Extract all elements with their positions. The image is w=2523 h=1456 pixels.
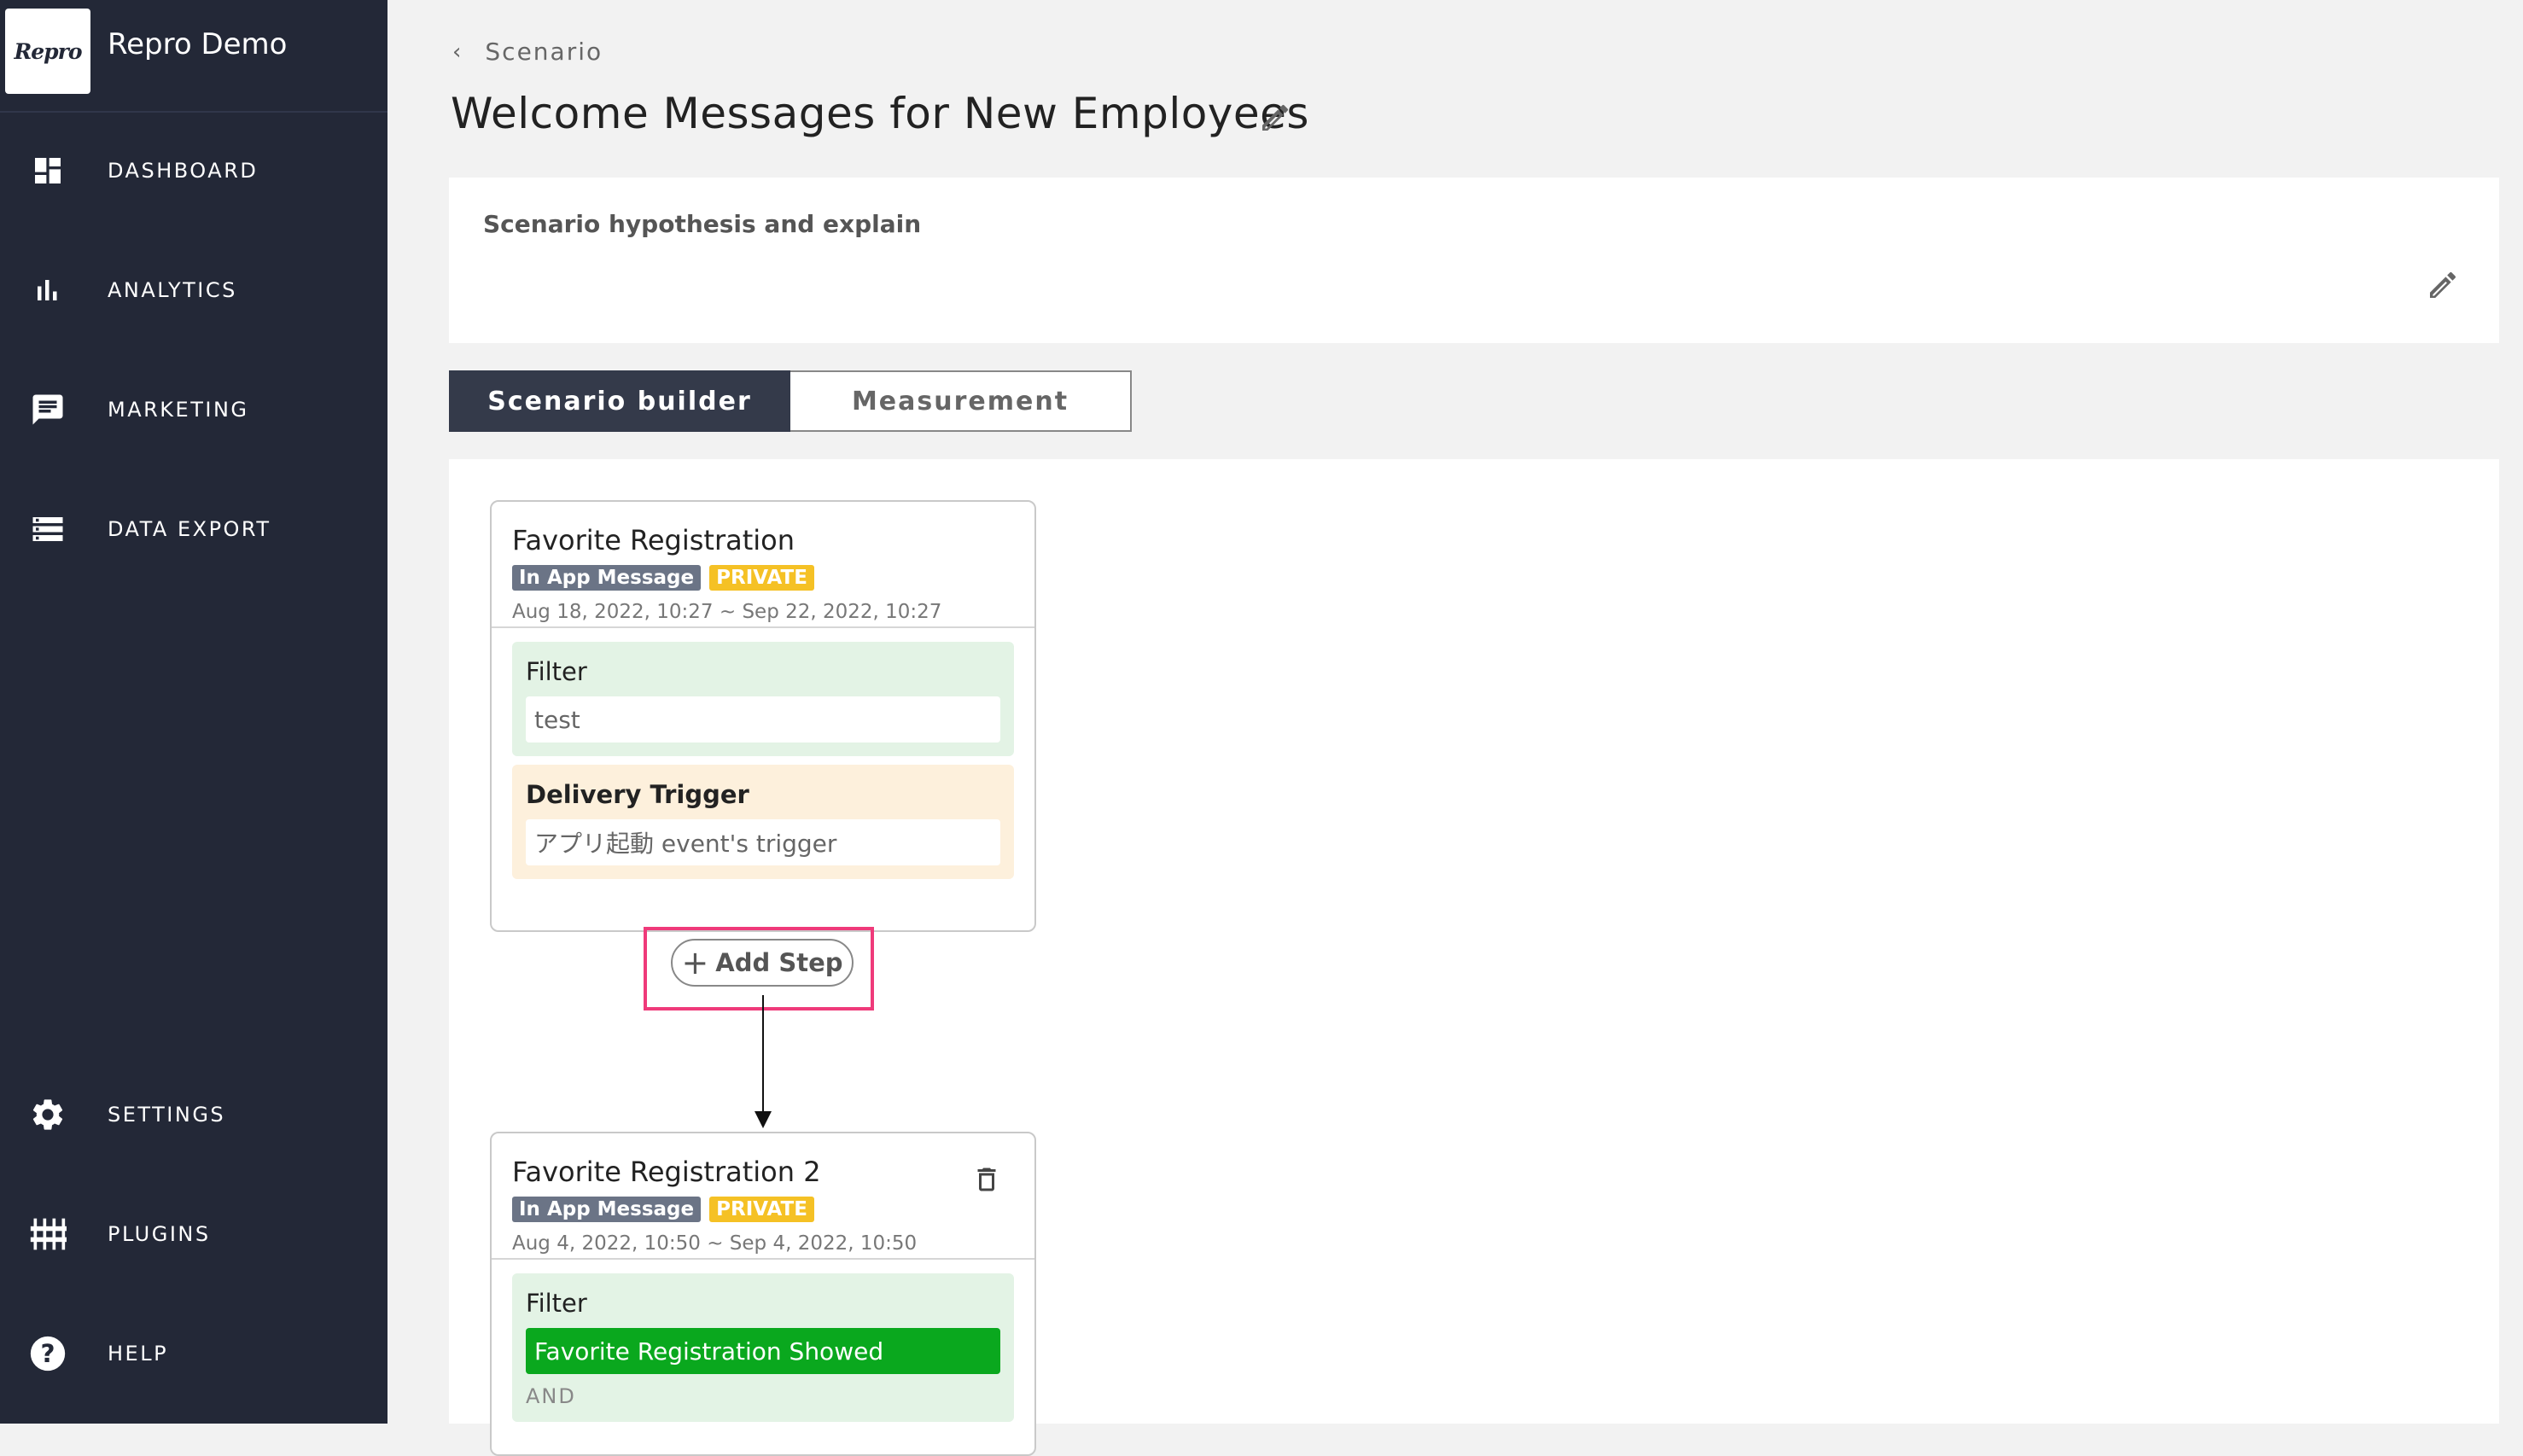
app-name[interactable]: Repro Demo: [108, 27, 288, 61]
sidebar-item-analytics[interactable]: ANALYTICS: [0, 248, 387, 333]
svg-text:?: ?: [40, 1339, 55, 1368]
brand-header: Repro Repro Demo: [0, 0, 387, 113]
sidebar-item-label: MARKETING: [108, 398, 249, 422]
delivery-trigger-block[interactable]: Delivery Trigger アプリ起動 event's trigger: [512, 765, 1014, 879]
hypothesis-panel: Scenario hypothesis and explain: [449, 178, 2499, 343]
tab-measurement[interactable]: Measurement: [790, 370, 1132, 432]
step-dates: Aug 4, 2022, 10:50 ~ Sep 4, 2022, 10:50: [512, 1232, 918, 1255]
plus-icon: +: [681, 944, 709, 981]
sidebar-item-label: HELP: [108, 1342, 169, 1366]
help-icon: ?: [29, 1335, 67, 1372]
add-step-button[interactable]: + Add Step: [671, 939, 854, 987]
sidebar-item-label: SETTINGS: [108, 1103, 226, 1127]
delivery-trigger-value[interactable]: アプリ起動 event's trigger: [526, 819, 1000, 865]
sidebar-item-label: DASHBOARD: [108, 159, 259, 183]
app-logo[interactable]: Repro: [5, 9, 90, 94]
edit-hypothesis-icon[interactable]: [2426, 268, 2460, 302]
step-card[interactable]: Favorite Registration In App Message PRI…: [490, 500, 1036, 932]
step-header: Favorite Registration In App Message PRI…: [492, 502, 1034, 628]
filter-value[interactable]: Favorite Registration Showed: [526, 1328, 1000, 1374]
chevron-left-icon: ‹: [452, 38, 463, 65]
sidebar-item-data-export[interactable]: DATA EXPORT: [0, 486, 387, 572]
type-badge: In App Message: [512, 1197, 702, 1222]
sidebar-item-label: PLUGINS: [108, 1222, 211, 1246]
sidebar-item-help[interactable]: ? HELP: [0, 1311, 387, 1396]
sliders-icon: [29, 1215, 67, 1253]
delivery-trigger-label: Delivery Trigger: [526, 780, 749, 809]
step-name: Favorite Registration 2: [512, 1156, 821, 1188]
sidebar-item-plugins[interactable]: PLUGINS: [0, 1191, 387, 1277]
trash-icon[interactable]: [971, 1162, 1002, 1197]
bar-chart-icon: [29, 271, 67, 309]
filter-label: Filter: [526, 657, 587, 686]
view-tabs: Scenario builder Measurement: [449, 370, 1132, 432]
breadcrumb[interactable]: ‹ Scenario: [452, 38, 603, 66]
filter-value[interactable]: test: [526, 696, 1000, 743]
step-dates: Aug 18, 2022, 10:27 ~ Sep 22, 2022, 10:2…: [512, 601, 942, 623]
page-title: Welcome Messages for New Employees: [451, 89, 1309, 138]
sidebar-item-dashboard[interactable]: DASHBOARD: [0, 128, 387, 213]
private-badge: PRIVATE: [709, 1197, 814, 1222]
step-header: Favorite Registration 2 In App Message P…: [492, 1133, 1034, 1260]
add-step-highlight: [644, 927, 874, 1010]
step-badges: In App Message PRIVATE: [512, 1197, 1034, 1222]
filter-label: Filter: [526, 1289, 587, 1318]
sidebar-item-label: DATA EXPORT: [108, 517, 271, 541]
filter-block[interactable]: Filter Favorite Registration Showed AND: [512, 1273, 1014, 1422]
private-badge: PRIVATE: [709, 565, 814, 591]
step-card[interactable]: Favorite Registration 2 In App Message P…: [490, 1132, 1036, 1456]
filter-block[interactable]: Filter test: [512, 642, 1014, 756]
step-badges: In App Message PRIVATE: [512, 565, 1034, 591]
tab-scenario-builder[interactable]: Scenario builder: [449, 370, 790, 432]
step-name: Favorite Registration: [512, 524, 795, 556]
hypothesis-label: Scenario hypothesis and explain: [483, 210, 922, 238]
add-step-label: Add Step: [715, 948, 843, 977]
connector-line: [762, 995, 764, 1111]
breadcrumb-label: Scenario: [485, 38, 603, 66]
sidebar: Repro Repro Demo DASHBOARD ANALYTICS MAR…: [0, 0, 387, 1424]
arrow-down-icon: [755, 1111, 772, 1128]
sidebar-item-marketing[interactable]: MARKETING: [0, 367, 387, 452]
list-icon: [29, 510, 67, 548]
sidebar-item-label: ANALYTICS: [108, 278, 237, 302]
and-label: AND: [526, 1384, 576, 1408]
gear-icon: [29, 1096, 67, 1133]
sidebar-item-settings[interactable]: SETTINGS: [0, 1072, 387, 1157]
dashboard-icon: [29, 152, 67, 189]
chat-icon: [29, 391, 67, 428]
edit-title-icon[interactable]: [1258, 101, 1292, 135]
type-badge: In App Message: [512, 565, 702, 591]
